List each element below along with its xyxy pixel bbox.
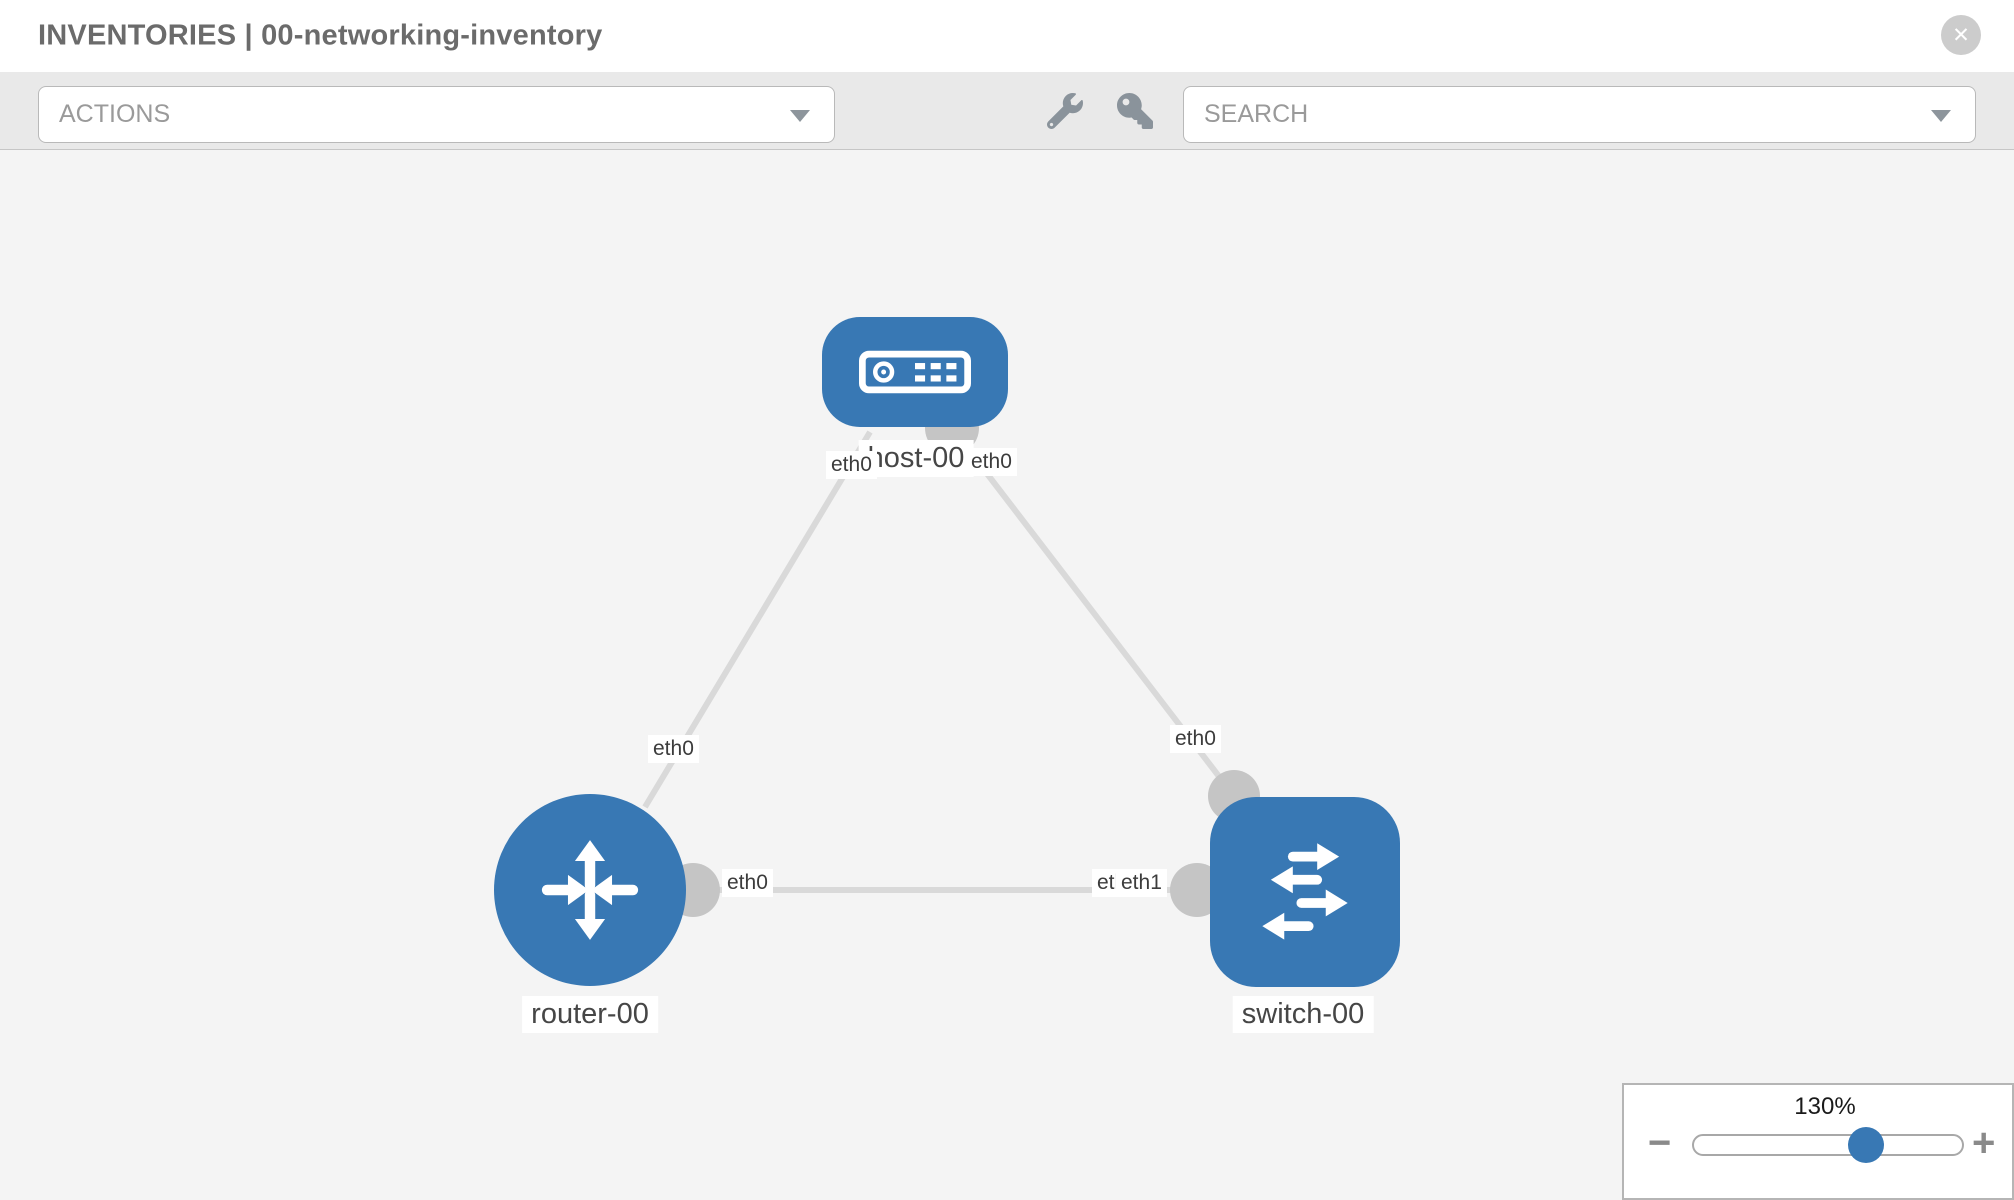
switch-icon [1262, 843, 1348, 940]
search-dropdown[interactable]: SEARCH [1183, 86, 1976, 143]
toolbar: ACTIONS SEARCH [0, 72, 2014, 150]
zoom-panel: 130% − + [1622, 1083, 2014, 1200]
node-label-router: router-00 [522, 996, 658, 1033]
interface-label-link-router-end: eth0 [722, 869, 773, 898]
zoom-slider-row: − + [1624, 1121, 2012, 1181]
interface-label-host-right: eth0 [966, 448, 1017, 477]
router-icon [541, 840, 639, 940]
interface-label-link-switch-end-front: eth1 [1116, 869, 1167, 898]
node-label-host: host-00 [858, 440, 974, 477]
minus-icon: − [1648, 1121, 1672, 1165]
zoom-level-value: 130% [1794, 1093, 1856, 1120]
host-icon [859, 350, 971, 394]
node-label-switch: switch-00 [1232, 996, 1374, 1033]
zoom-slider-knob[interactable] [1847, 1127, 1884, 1163]
plus-icon: + [1972, 1121, 1996, 1165]
node-switch-00[interactable] [1210, 797, 1400, 987]
key-icon [1117, 93, 1153, 129]
page-title: INVENTORIES | 00-networking-inventory [38, 19, 603, 52]
zoom-in-button[interactable]: + [1972, 1119, 1995, 1167]
close-icon: ✕ [1952, 23, 1970, 47]
credentials-button[interactable] [1113, 89, 1157, 133]
configure-button[interactable] [1043, 89, 1087, 133]
actions-dropdown[interactable]: ACTIONS [38, 86, 835, 143]
zoom-slider-track[interactable] [1692, 1127, 1964, 1163]
zoom-out-button[interactable]: − [1648, 1119, 1671, 1167]
interface-label-switch-top: eth0 [1170, 725, 1221, 754]
node-host-00[interactable] [822, 317, 1008, 427]
node-router-00[interactable] [494, 794, 686, 986]
close-button[interactable]: ✕ [1941, 15, 1981, 55]
wrench-icon [1047, 93, 1083, 129]
topology-canvas[interactable]: host-00 router-00 switch-00 eth0 eth0 et… [0, 150, 2014, 1200]
topology-links [642, 426, 1237, 893]
search-placeholder: SEARCH [1204, 100, 1309, 128]
interface-label-router-top: eth0 [648, 735, 699, 764]
chevron-down-icon [790, 109, 810, 122]
interface-label-host-left: eth0 [826, 451, 877, 480]
window-header: INVENTORIES | 00-networking-inventory ✕ [0, 0, 2014, 72]
actions-dropdown-label: ACTIONS [59, 100, 171, 128]
chevron-down-icon [1931, 109, 1951, 122]
